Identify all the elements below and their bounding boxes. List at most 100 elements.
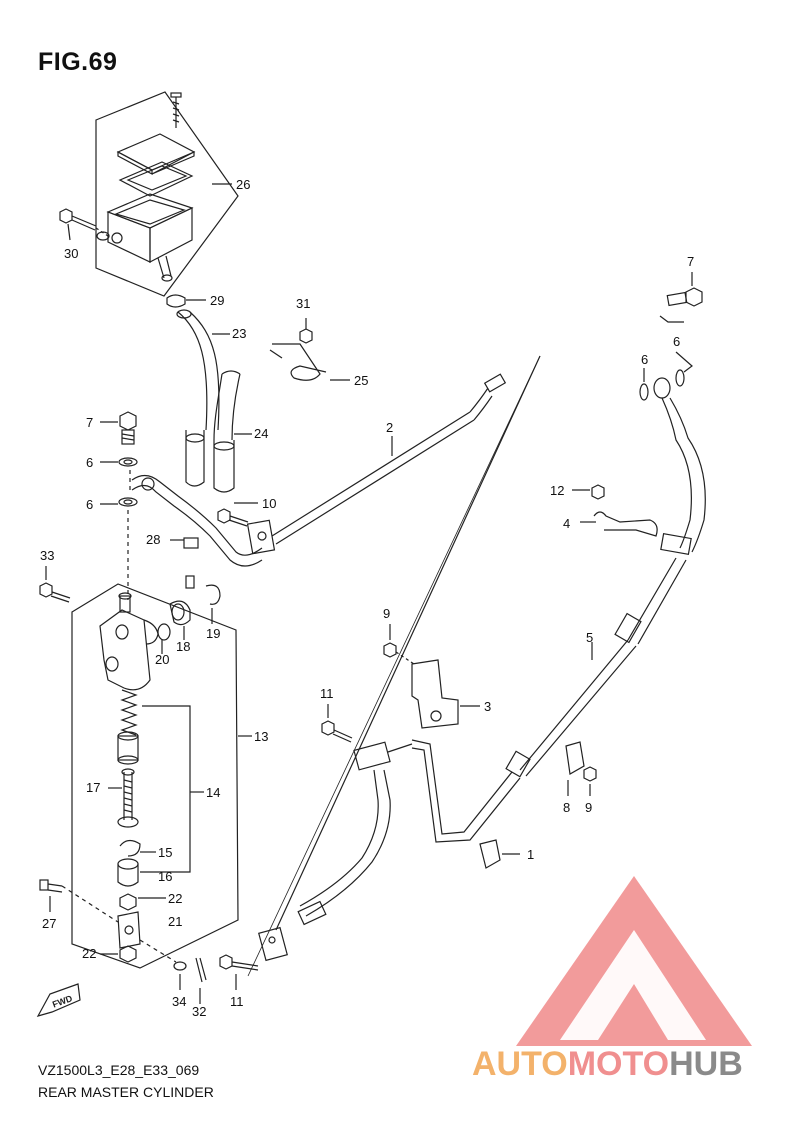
cotter-pin-32 — [195, 957, 207, 983]
brand-moto: MOTO — [567, 1045, 670, 1083]
washer-6-lower — [118, 497, 138, 507]
bolt-9-upper — [383, 624, 415, 665]
callout-18: 18 — [176, 639, 190, 654]
brand-hub: HUB — [669, 1045, 743, 1083]
callout-30: 30 — [64, 246, 78, 261]
clamp-8 — [565, 741, 585, 796]
callout-15: 15 — [158, 845, 172, 860]
callout-7: 7 — [687, 254, 694, 269]
callout-6: 6 — [673, 334, 680, 349]
pin-top — [185, 575, 195, 589]
clevis-21 — [117, 911, 141, 949]
callout-11: 11 — [320, 686, 334, 701]
callout-33: 33 — [40, 548, 54, 563]
callout-12: 12 — [550, 483, 564, 498]
reservoir-body — [96, 193, 194, 282]
callout-13: 13 — [254, 729, 268, 744]
brake-hose-2 — [131, 373, 507, 567]
washer-6-right-a — [639, 383, 649, 401]
callout-22: 22 — [82, 946, 96, 961]
union-bolt-7-right — [666, 272, 703, 307]
callout-14: 14 — [206, 785, 220, 800]
reservoir-group-frame — [95, 91, 239, 297]
callout-16: 16 — [158, 869, 172, 884]
figure-name: REAR MASTER CYLINDER — [38, 1084, 214, 1100]
kit-14-bracket — [140, 705, 191, 873]
callout-29: 29 — [210, 293, 224, 308]
washer-34 — [173, 961, 187, 971]
connector-20 — [157, 623, 171, 654]
watermark-brand: AUTOMOTOHUB — [472, 1045, 743, 1084]
washer-6-right-b — [675, 369, 685, 387]
pipe-4 — [580, 511, 658, 537]
callout-9: 9 — [585, 800, 592, 815]
callout-32: 32 — [192, 1004, 206, 1019]
spring-kit — [117, 689, 139, 776]
brand-auto: AUTO — [472, 1045, 568, 1083]
reservoir-diaphragm — [118, 161, 194, 197]
screw-31 — [299, 318, 313, 344]
clip-28 — [170, 537, 199, 549]
callout-20: 20 — [155, 652, 169, 667]
hose-clip-25 — [269, 343, 350, 381]
bolt-11-lower — [219, 954, 259, 990]
washer-6-upper — [118, 457, 138, 467]
callout-25: 25 — [354, 373, 368, 388]
brake-hose-5 — [411, 377, 706, 843]
callout-1: 1 — [527, 847, 534, 862]
nut-22-lower — [119, 945, 137, 963]
callout-27: 27 — [42, 916, 56, 931]
callout-3: 3 — [484, 699, 491, 714]
callout-26: 26 — [236, 177, 250, 192]
callout-23: 23 — [232, 326, 246, 341]
reservoir-cap-screw — [170, 92, 182, 128]
hose-clamp-29 — [166, 294, 206, 308]
hose-bracket-10 — [246, 519, 276, 555]
bolt-12 — [572, 484, 605, 500]
callout-22: 22 — [168, 891, 182, 906]
callout-5: 5 — [586, 630, 593, 645]
bolt-27 — [39, 879, 119, 923]
callout-31: 31 — [296, 296, 310, 311]
watermark-logo — [516, 876, 752, 1046]
bolt-9-lower — [583, 766, 597, 796]
callout-10: 10 — [262, 496, 276, 511]
bolt-11-upper — [321, 704, 353, 743]
figure-title: FIG.69 — [38, 48, 118, 76]
callout-6: 6 — [641, 352, 648, 367]
push-rod-17 — [108, 772, 133, 820]
callout-19: 19 — [206, 626, 220, 641]
bracket-3 — [411, 659, 480, 729]
reservoir-hose-24 — [213, 370, 252, 493]
callout-21: 21 — [168, 914, 182, 929]
callout-6: 6 — [86, 455, 93, 470]
callout-17: 17 — [86, 780, 100, 795]
bolt-10 — [217, 502, 258, 527]
union-bolt-7-left — [100, 411, 137, 445]
reservoir-hose-23 — [176, 309, 230, 487]
callout-11: 11 — [230, 994, 244, 1009]
bolt-30 — [59, 208, 109, 241]
nut-22-upper — [119, 893, 137, 911]
callout-4: 4 — [563, 516, 570, 531]
callout-8: 8 — [563, 800, 570, 815]
callout-9: 9 — [383, 606, 390, 621]
callout-7: 7 — [86, 415, 93, 430]
boot-16 — [117, 816, 139, 887]
figure-code: VZ1500L3_E28_E33_069 — [38, 1062, 200, 1078]
circlip-15 — [119, 839, 141, 857]
connector-18 — [169, 600, 191, 640]
bolt-33 — [39, 566, 71, 603]
circlip-19 — [205, 584, 221, 605]
clip-1 — [479, 839, 520, 869]
master-cylinder-body — [99, 592, 159, 691]
callout-2: 2 — [386, 420, 393, 435]
master-cylinder-group-frame — [71, 583, 239, 969]
callout-34: 34 — [172, 994, 186, 1009]
brake-hose-11 — [258, 741, 413, 962]
callout-24: 24 — [254, 426, 268, 441]
callout-28: 28 — [146, 532, 160, 547]
callout-6: 6 — [86, 497, 93, 512]
